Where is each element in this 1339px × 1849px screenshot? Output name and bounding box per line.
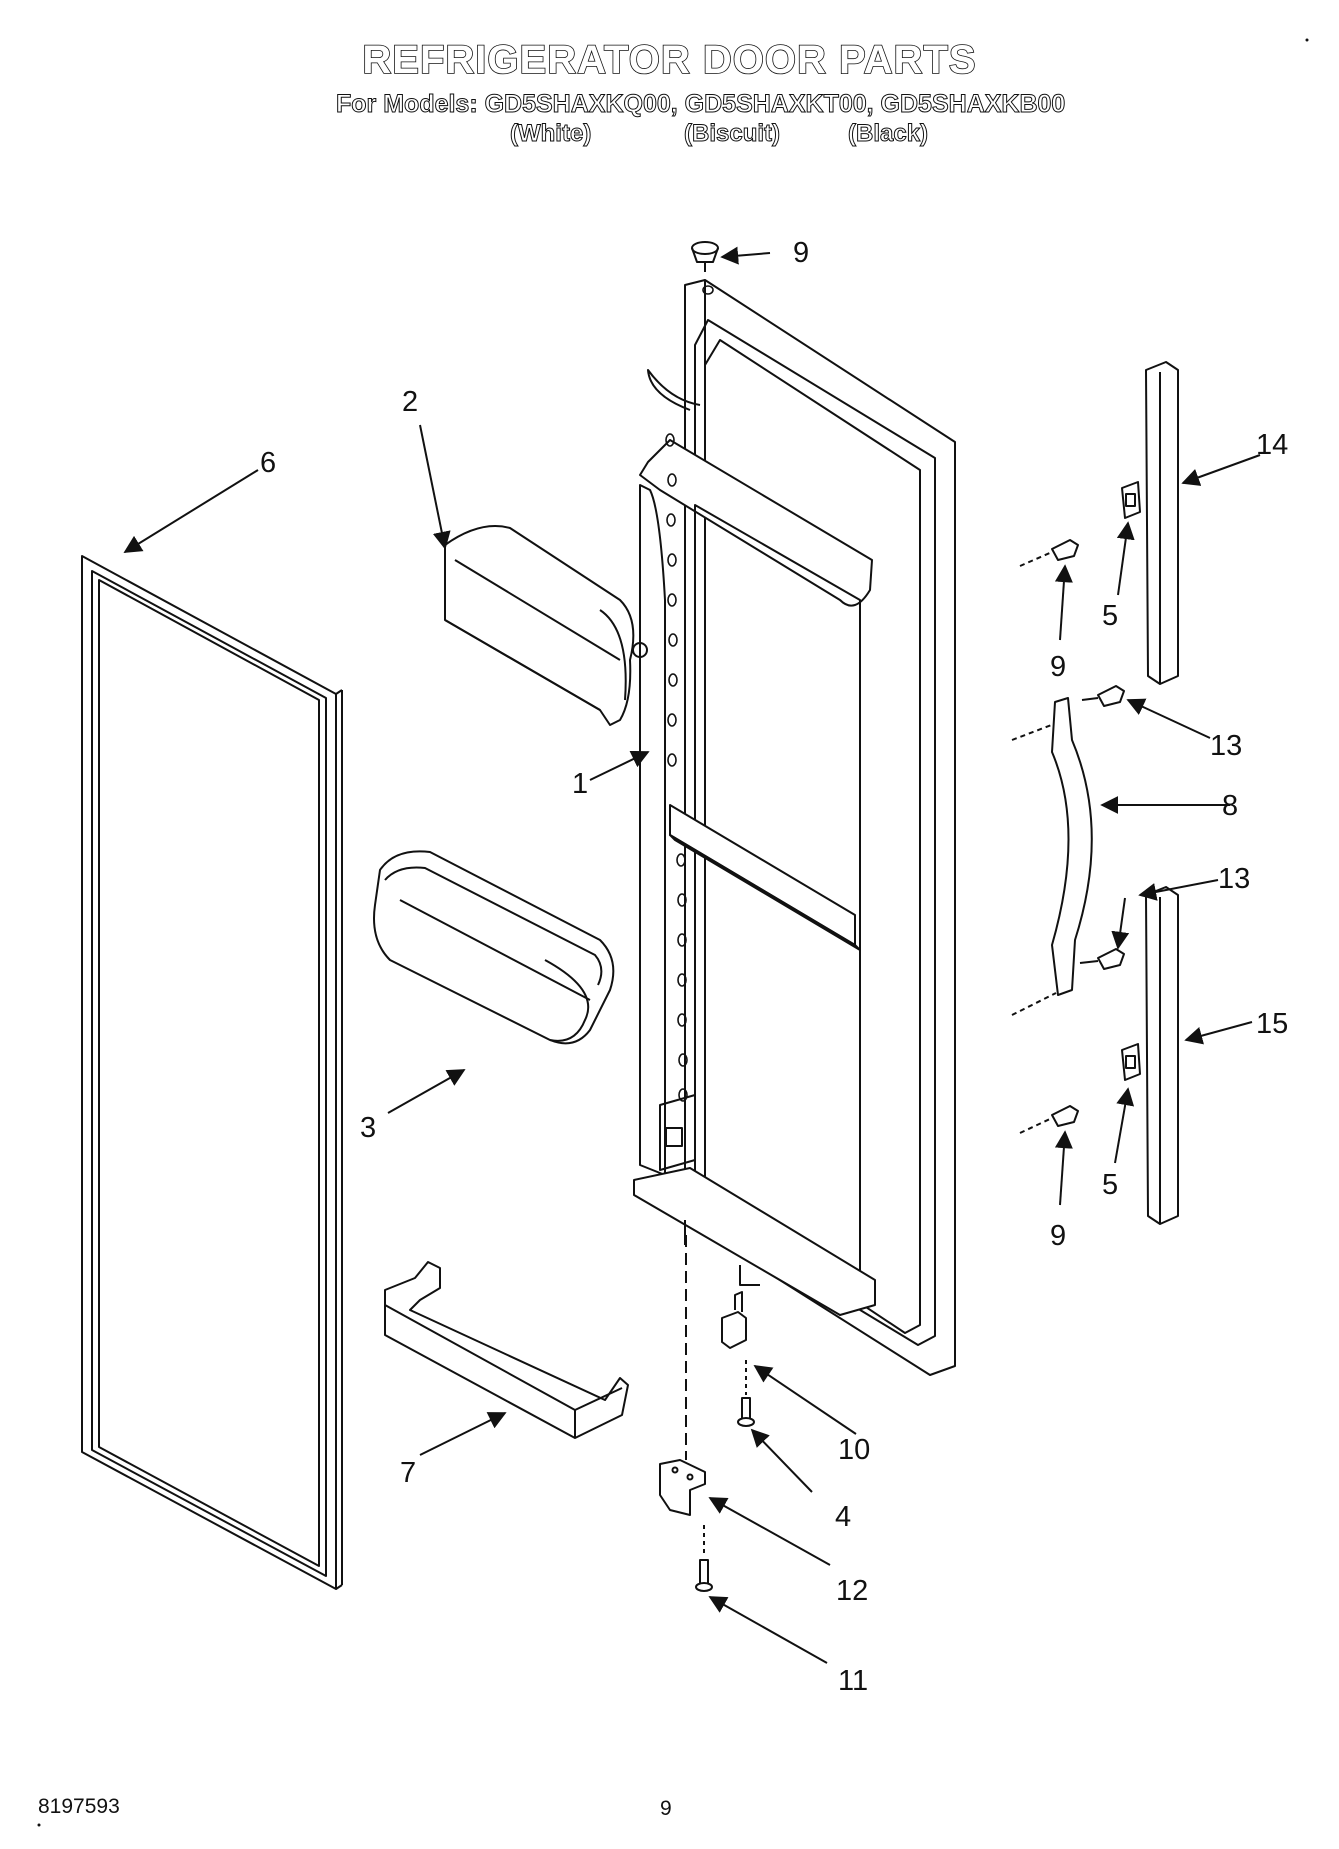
callout-13-upper: 13 bbox=[1210, 730, 1242, 762]
callout-8: 8 bbox=[1222, 790, 1238, 822]
callout-15: 15 bbox=[1256, 1008, 1288, 1040]
dairy-door-drawing bbox=[444, 525, 648, 726]
callout-4: 4 bbox=[835, 1501, 851, 1533]
trim-clip-top-drawing bbox=[1121, 481, 1141, 519]
screw-lower-drawing bbox=[1019, 1105, 1079, 1134]
hinge-screw-drawing bbox=[737, 1360, 755, 1427]
handle-screw-lower-drawing bbox=[1079, 948, 1125, 970]
handle-screw-upper-drawing bbox=[1081, 685, 1125, 707]
callout-12: 12 bbox=[836, 1575, 868, 1607]
callout-5-bottom: 5 bbox=[1102, 1169, 1118, 1201]
corner-mark bbox=[1305, 38, 1309, 42]
callout-7: 7 bbox=[400, 1457, 416, 1489]
callout-2: 2 bbox=[402, 386, 418, 418]
bottom-screw-drawing bbox=[695, 1525, 713, 1592]
callout-9-top: 9 bbox=[793, 237, 809, 269]
callout-9-lower: 9 bbox=[1050, 1220, 1066, 1252]
callout-3: 3 bbox=[360, 1112, 376, 1144]
door-liner-drawing bbox=[633, 279, 956, 1376]
door-trim-bottom-drawing bbox=[1145, 886, 1179, 1225]
callout-6: 6 bbox=[260, 447, 276, 479]
callout-10: 10 bbox=[838, 1434, 870, 1466]
page-title: REFRIGERATOR DOOR PARTS bbox=[362, 37, 977, 83]
corner-mark-bottom bbox=[37, 1823, 41, 1827]
door-gasket-drawing bbox=[81, 555, 343, 1590]
hinge-bracket-drawing bbox=[659, 1235, 706, 1516]
callout-9-upper: 9 bbox=[1050, 651, 1066, 683]
hinge-pin-drawing bbox=[721, 1291, 747, 1349]
document-number: 8197593 bbox=[38, 1795, 120, 1818]
callout-14: 14 bbox=[1256, 429, 1288, 461]
door-bin-drawing bbox=[373, 850, 615, 1045]
trim-clip-bottom-drawing bbox=[1121, 1043, 1141, 1081]
callout-1: 1 bbox=[572, 768, 588, 800]
shelf-rail-drawing bbox=[384, 1261, 629, 1439]
plug-button-top-drawing bbox=[691, 241, 719, 272]
callout-11: 11 bbox=[838, 1665, 868, 1697]
screw-upper-drawing bbox=[1019, 539, 1079, 567]
callout-labels: 9 2 6 14 5 9 1 13 8 13 15 3 5 9 10 4 7 1… bbox=[260, 237, 1288, 1697]
callout-5-top: 5 bbox=[1102, 600, 1118, 632]
door-trim-top-drawing bbox=[1145, 361, 1179, 685]
variant-black: (Black) bbox=[847, 120, 929, 148]
variant-white: (White) bbox=[509, 120, 592, 148]
door-handle-drawing bbox=[1011, 697, 1093, 1016]
callout-13-lower: 13 bbox=[1218, 863, 1250, 895]
page-number: 9 bbox=[660, 1797, 672, 1820]
model-list: For Models: GD5SHAXKQ00, GD5SHAXKT00, GD… bbox=[335, 90, 1066, 119]
variant-biscuit: (Biscuit) bbox=[684, 120, 781, 148]
